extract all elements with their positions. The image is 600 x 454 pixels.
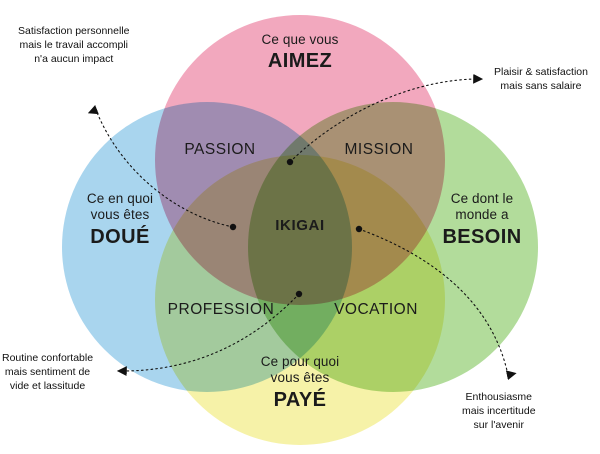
circle-paye <box>155 155 445 445</box>
connector-vocation <box>355 225 517 381</box>
connector-passion <box>87 104 237 231</box>
connector-mission <box>286 73 484 166</box>
connector-profession <box>116 290 303 377</box>
